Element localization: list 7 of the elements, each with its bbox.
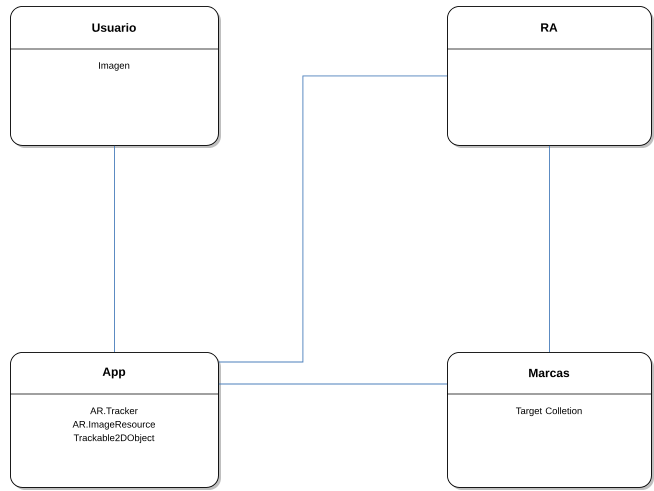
connector-line: [549, 145, 550, 352]
connector-line: [218, 76, 448, 362]
class-box: Marcas Target Colletion: [446, 352, 654, 490]
connector-line: [114, 145, 115, 352]
class-box: RA: [446, 6, 654, 148]
class-box: App AR.Tracker AR.ImageResource Trackable2DObject: [10, 352, 221, 490]
class-box: Usuario Imagen: [10, 6, 221, 148]
